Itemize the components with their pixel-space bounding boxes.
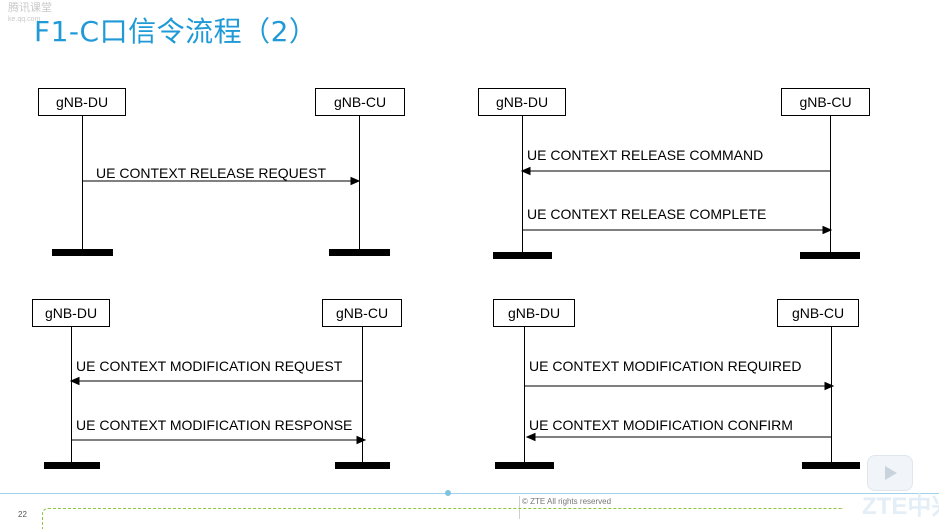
node-gnb-du: gNB-DU (32, 299, 110, 327)
page-number: 22 (18, 510, 27, 519)
lifeline-cu (830, 116, 831, 253)
lifeline-end-bar (800, 252, 860, 259)
message-label: UE CONTEXT MODIFICATION CONFIRM (529, 417, 793, 433)
node-gnb-du: gNB-DU (38, 88, 126, 116)
node-gnb-cu: gNB-CU (315, 88, 405, 116)
arrowhead (824, 381, 835, 391)
node-gnb-cu: gNB-CU (781, 88, 870, 116)
arrowhead (525, 432, 536, 442)
arrowhead (356, 435, 367, 445)
node-gnb-cu: gNB-CU (322, 299, 402, 327)
watermark: 腾讯课堂 ke.qq.com (8, 2, 52, 26)
watermark-title: 腾讯课堂 (8, 2, 52, 14)
arrowhead (822, 225, 833, 235)
lifeline-cu (831, 327, 832, 464)
lifeline-end-bar (493, 252, 552, 259)
arrowhead (350, 176, 361, 186)
message-label: UE CONTEXT MODIFICATION REQUEST (76, 358, 343, 374)
lifeline-end-bar (52, 249, 113, 256)
message-label: UE CONTEXT RELEASE COMPLETE (527, 206, 767, 222)
message-label: UE CONTEXT RELEASE COMMAND (527, 147, 764, 163)
zte-logo: ZTE中兴 (862, 493, 939, 520)
lifeline-end-bar (802, 462, 860, 469)
slide-title: F1-C口信令流程（2） (34, 15, 318, 48)
lifeline-end-bar (495, 462, 554, 469)
arrowhead (69, 376, 80, 386)
lifeline-du (71, 327, 72, 464)
footer-divider (0, 493, 939, 494)
arrowhead (520, 166, 531, 176)
lifeline-du (82, 116, 83, 250)
message-label: UE CONTEXT MODIFICATION RESPONSE (76, 417, 353, 433)
node-gnb-cu: gNB-CU (777, 299, 859, 327)
lifeline-end-bar (335, 462, 390, 469)
footer-separator (519, 496, 520, 519)
lifeline-cu (362, 327, 363, 464)
message-label: UE CONTEXT RELEASE REQUEST (96, 165, 327, 181)
lifeline-du (524, 327, 525, 464)
node-gnb-du: gNB-DU (478, 88, 566, 116)
video-play-icon[interactable] (867, 455, 913, 491)
node-gnb-du: gNB-DU (493, 299, 575, 327)
footer-dot (445, 490, 451, 496)
watermark-url: ke.qq.com (8, 16, 41, 23)
lifeline-end-bar (329, 249, 390, 256)
message-label: UE CONTEXT MODIFICATION REQUIRED (529, 358, 802, 374)
copyright-text: © ZTE All rights reserved (522, 497, 612, 506)
lifeline-end-bar (44, 462, 100, 469)
lifeline-cu (359, 116, 360, 250)
lifeline-du (522, 116, 523, 253)
